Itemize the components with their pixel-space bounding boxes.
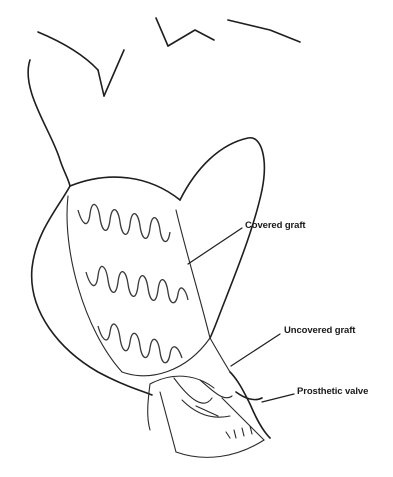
covered-graft-label: Covered graft xyxy=(245,220,305,231)
prosthetic-valve-label: Prosthetic valve xyxy=(297,386,368,397)
uncovered-graft-and-valve xyxy=(122,338,270,457)
covered-graft-leader xyxy=(188,228,242,264)
arch-branch-vessels xyxy=(38,18,300,96)
uncovered-graft-leader xyxy=(231,334,280,366)
stent-rings xyxy=(78,204,188,362)
aorta-outline xyxy=(28,60,264,395)
prosthetic-valve-leader xyxy=(262,394,294,402)
uncovered-graft-label: Uncovered graft xyxy=(284,325,355,336)
stent-graft-body xyxy=(67,177,210,372)
